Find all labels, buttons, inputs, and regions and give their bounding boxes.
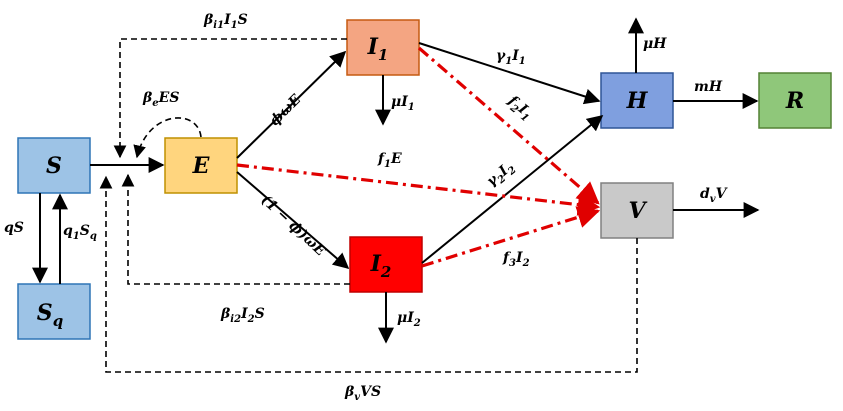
dashed-i1-infection: [113, 38, 347, 159]
svg-text:I1: I1: [367, 34, 389, 64]
label-qs: qS: [4, 220, 24, 236]
dashed-i2-infection: [121, 173, 350, 285]
red-dashed-e-to-v: [236, 163, 601, 216]
label-f2i1: f2I1: [502, 92, 535, 124]
arrow-e-to-i1: [236, 50, 347, 159]
label-mu-i2: μI2: [397, 310, 421, 329]
label-mu-h: μH: [643, 36, 667, 52]
node-v: V: [600, 182, 674, 239]
svg-text:Sq: Sq: [37, 300, 63, 330]
red-dashed-i2-to-v: [421, 206, 601, 268]
label-beta-i1: βi1I1S: [203, 12, 248, 31]
label-f1e: f1E: [377, 151, 402, 170]
label-beta-e: βeES: [142, 90, 179, 109]
svg-text:R: R: [785, 88, 804, 114]
label-mh: mH: [694, 79, 723, 95]
svg-text:H: H: [626, 88, 649, 114]
svg-text:E: E: [192, 153, 211, 179]
arrow-i1-to-h: [418, 42, 601, 105]
svg-text:V: V: [628, 198, 647, 224]
label-beta-i2: βi2I2S: [220, 306, 265, 325]
svg-text:S: S: [46, 153, 62, 179]
node-s: S: [17, 137, 91, 194]
node-r: R: [758, 72, 832, 129]
label-one-minus-phi: (1 − ϕ)ωE: [258, 192, 329, 260]
node-sq: Sq: [17, 283, 91, 340]
label-dv-v: dvV: [700, 186, 729, 205]
arrow-i2-to-h: [421, 114, 604, 264]
label-beta-v: βvVS: [344, 384, 381, 403]
red-dashed-i1-to-v: [417, 46, 600, 205]
arrow-e-to-i2: [236, 171, 350, 270]
label-q1sq: q1Sq: [63, 223, 97, 242]
label-gamma1: γ1I1: [496, 48, 526, 67]
node-i1: I1: [346, 19, 420, 76]
dashed-v-infection: [99, 175, 638, 373]
node-i2: I2: [349, 236, 423, 293]
label-f3i2: f3I2: [502, 250, 530, 269]
label-mu-i1: μI1: [391, 94, 415, 113]
node-e: E: [164, 137, 238, 194]
node-h: H: [600, 72, 674, 129]
svg-text:I2: I2: [370, 251, 392, 281]
